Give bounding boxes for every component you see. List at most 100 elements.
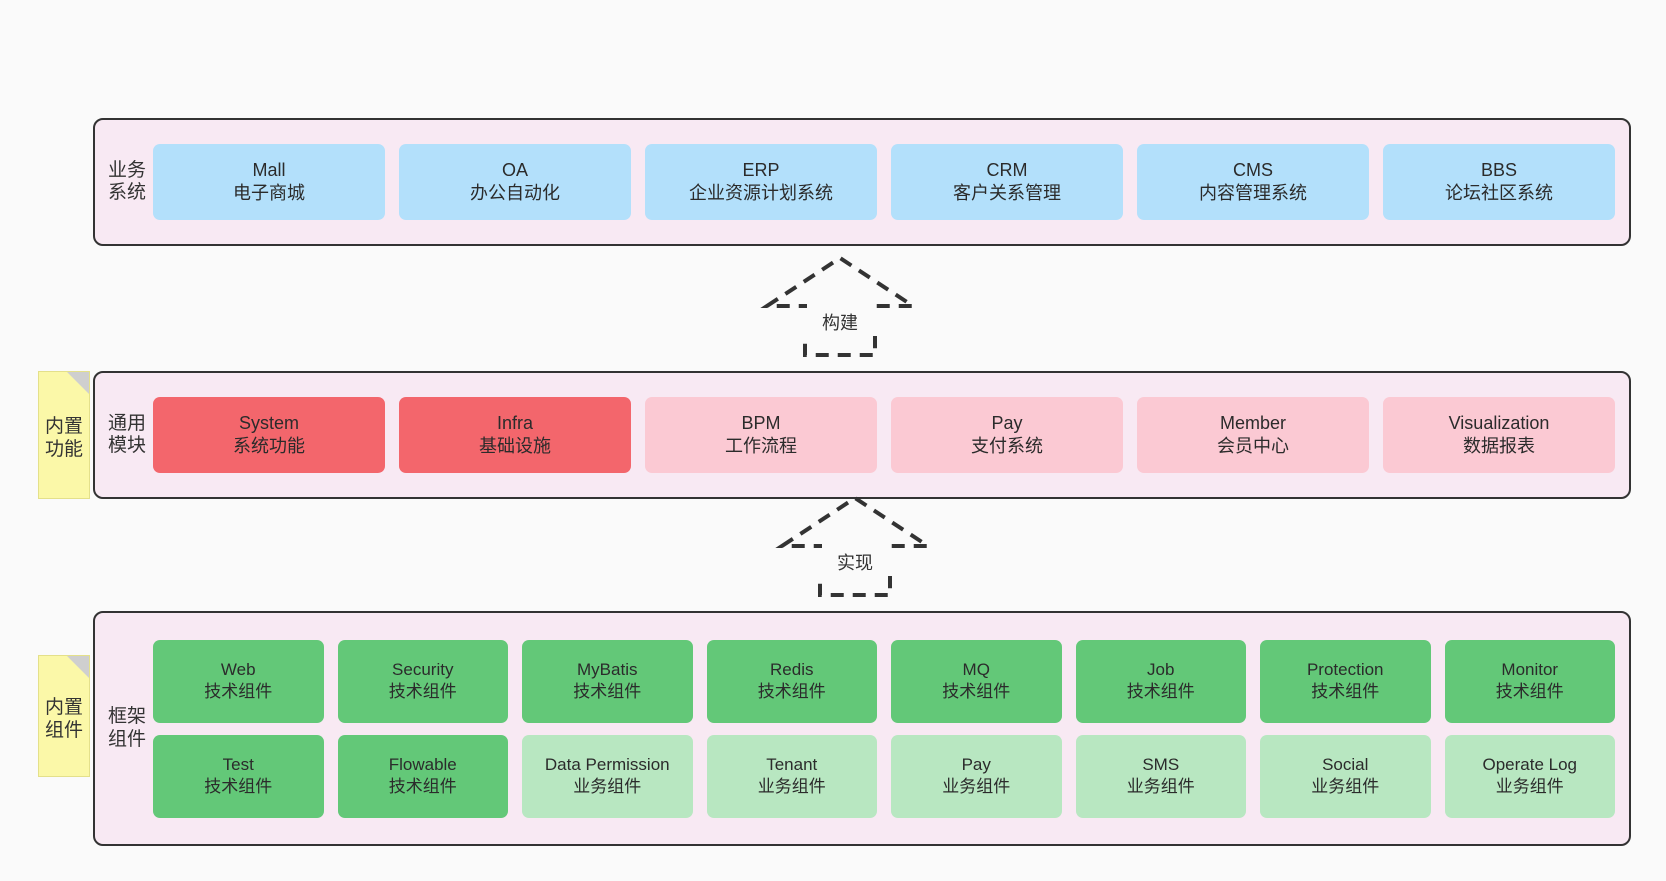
layer-label-business: 业务系统 — [107, 160, 147, 205]
cell-bbs[interactable]: BBS 论坛社区系统 — [1383, 144, 1615, 220]
cell-title: Security — [392, 660, 454, 680]
cell-row: System 系统功能 Infra 基础设施 BPM 工作流程 Pay 支付系统… — [153, 397, 1615, 473]
cell-visualization[interactable]: Visualization 数据报表 — [1383, 397, 1615, 473]
cell-subtitle: 技术组件 — [388, 777, 457, 796]
cell-title: CMS — [1233, 159, 1273, 180]
hollow-arrow-up-icon — [760, 255, 920, 357]
cell-subtitle: 企业资源计划系统 — [689, 183, 833, 203]
cell-subtitle: 技术组件 — [1126, 682, 1195, 701]
cell-title: Web — [220, 660, 256, 680]
cell-erp[interactable]: ERP 企业资源计划系统 — [645, 144, 877, 220]
cell-subtitle: 支付系统 — [971, 436, 1043, 456]
layer-common-cells: System 系统功能 Infra 基础设施 BPM 工作流程 Pay 支付系统… — [147, 397, 1629, 473]
cell-subtitle: 技术组件 — [573, 682, 642, 701]
cell-title: CRM — [986, 159, 1028, 180]
cell-pay-business[interactable]: Pay 业务组件 — [891, 734, 1062, 818]
cell-pay[interactable]: Pay 支付系统 — [891, 397, 1123, 473]
cell-social[interactable]: Social 业务组件 — [1260, 734, 1431, 818]
cell-cms[interactable]: CMS 内容管理系统 — [1137, 144, 1369, 220]
cell-operate-log[interactable]: Operate Log 业务组件 — [1444, 734, 1615, 818]
cell-mall[interactable]: Mall 电子商城 — [153, 144, 385, 220]
cell-oa[interactable]: OA 办公自动化 — [399, 144, 631, 220]
layer-framework-components: 框架组件 Web 技术组件 Security 技术组件 MyBatis 技术组件… — [93, 611, 1631, 846]
note-built-in-components: 内置组件 — [38, 655, 90, 777]
cell-subtitle: 会员中心 — [1217, 436, 1289, 456]
cell-title: OA — [501, 159, 528, 180]
cell-subtitle: 业务组件 — [573, 777, 642, 796]
cell-title: Visualization — [1448, 412, 1550, 433]
cell-title: Tenant — [766, 755, 818, 775]
cell-title: BBS — [1480, 159, 1518, 180]
cell-subtitle: 办公自动化 — [470, 183, 560, 203]
cell-crm[interactable]: CRM 客户关系管理 — [891, 144, 1123, 220]
cell-subtitle: 技术组件 — [388, 682, 457, 701]
cell-subtitle: 技术组件 — [204, 682, 273, 701]
cell-protection[interactable]: Protection 技术组件 — [1260, 639, 1431, 723]
cell-subtitle: 技术组件 — [942, 682, 1011, 701]
cell-subtitle: 基础设施 — [479, 436, 551, 456]
note-text: 内置组件 — [44, 697, 83, 741]
cell-subtitle: 工作流程 — [725, 436, 797, 456]
cell-subtitle: 技术组件 — [204, 777, 273, 796]
cell-mybatis[interactable]: MyBatis 技术组件 — [522, 639, 693, 723]
cell-web[interactable]: Web 技术组件 — [153, 639, 324, 723]
cell-title: Mall — [252, 159, 286, 180]
connector-implement: 实现 — [770, 492, 940, 597]
cell-subtitle: 业务组件 — [942, 777, 1011, 796]
cell-subtitle: 业务组件 — [757, 777, 826, 796]
cell-title: MyBatis — [577, 660, 638, 680]
connector-label-implement: 实现 — [770, 548, 940, 576]
cell-title: Data Permission — [544, 755, 670, 775]
cell-test[interactable]: Test 技术组件 — [153, 734, 324, 818]
note-text: 内置功能 — [44, 416, 83, 460]
cell-subtitle: 业务组件 — [1126, 777, 1195, 796]
cell-title: MQ — [962, 660, 990, 680]
layer-label-common: 通用模块 — [107, 413, 147, 458]
cell-job[interactable]: Job 技术组件 — [1075, 639, 1246, 723]
cell-mq[interactable]: MQ 技术组件 — [891, 639, 1062, 723]
layer-label-common-text: 通用模块 — [107, 412, 146, 456]
cell-title: Protection — [1306, 660, 1384, 680]
cell-subtitle: 业务组件 — [1311, 777, 1380, 796]
connector-build: 构建 — [755, 252, 925, 357]
note-built-in-functions: 内置功能 — [38, 371, 90, 499]
cell-member[interactable]: Member 会员中心 — [1137, 397, 1369, 473]
cell-title: Pay — [961, 755, 991, 775]
cell-row: Test 技术组件 Flowable 技术组件 Data Permission … — [153, 734, 1615, 818]
cell-subtitle: 客户关系管理 — [953, 183, 1061, 203]
connector-label-build: 构建 — [755, 308, 925, 336]
cell-row: Mall 电子商城 OA 办公自动化 ERP 企业资源计划系统 CRM 客户关系… — [153, 144, 1615, 220]
cell-system[interactable]: System 系统功能 — [153, 397, 385, 473]
cell-title: Operate Log — [1482, 755, 1577, 775]
cell-bpm[interactable]: BPM 工作流程 — [645, 397, 877, 473]
cell-title: Flowable — [388, 755, 457, 775]
cell-sms[interactable]: SMS 业务组件 — [1075, 734, 1246, 818]
cell-title: Monitor — [1501, 660, 1559, 680]
layer-label-framework: 框架组件 — [107, 706, 147, 751]
layer-label-business-text: 业务系统 — [107, 159, 146, 203]
cell-subtitle: 论坛社区系统 — [1445, 183, 1553, 203]
cell-title: System — [238, 412, 299, 433]
cell-subtitle: 数据报表 — [1463, 436, 1535, 456]
cell-subtitle: 技术组件 — [757, 682, 826, 701]
cell-subtitle: 电子商城 — [233, 183, 305, 203]
layer-common-modules: 通用模块 System 系统功能 Infra 基础设施 BPM 工作流程 Pay… — [93, 371, 1631, 499]
hollow-arrow-up-icon — [775, 495, 935, 597]
layer-business-systems: 业务系统 Mall 电子商城 OA 办公自动化 ERP 企业资源计划系统 CRM… — [93, 118, 1631, 246]
cell-subtitle: 技术组件 — [1311, 682, 1380, 701]
cell-title: Pay — [991, 412, 1023, 433]
cell-subtitle: 技术组件 — [1495, 682, 1564, 701]
cell-row: Web 技术组件 Security 技术组件 MyBatis 技术组件 Redi… — [153, 639, 1615, 723]
cell-data-permission[interactable]: Data Permission 业务组件 — [522, 734, 693, 818]
cell-redis[interactable]: Redis 技术组件 — [706, 639, 877, 723]
cell-tenant[interactable]: Tenant 业务组件 — [706, 734, 877, 818]
cell-security[interactable]: Security 技术组件 — [337, 639, 508, 723]
cell-infra[interactable]: Infra 基础设施 — [399, 397, 631, 473]
cell-monitor[interactable]: Monitor 技术组件 — [1444, 639, 1615, 723]
cell-title: Redis — [770, 660, 814, 680]
cell-title: Member — [1219, 412, 1286, 433]
layer-business-cells: Mall 电子商城 OA 办公自动化 ERP 企业资源计划系统 CRM 客户关系… — [147, 144, 1629, 220]
cell-title: SMS — [1142, 755, 1180, 775]
cell-flowable[interactable]: Flowable 技术组件 — [337, 734, 508, 818]
layer-framework-cells: Web 技术组件 Security 技术组件 MyBatis 技术组件 Redi… — [147, 639, 1629, 818]
